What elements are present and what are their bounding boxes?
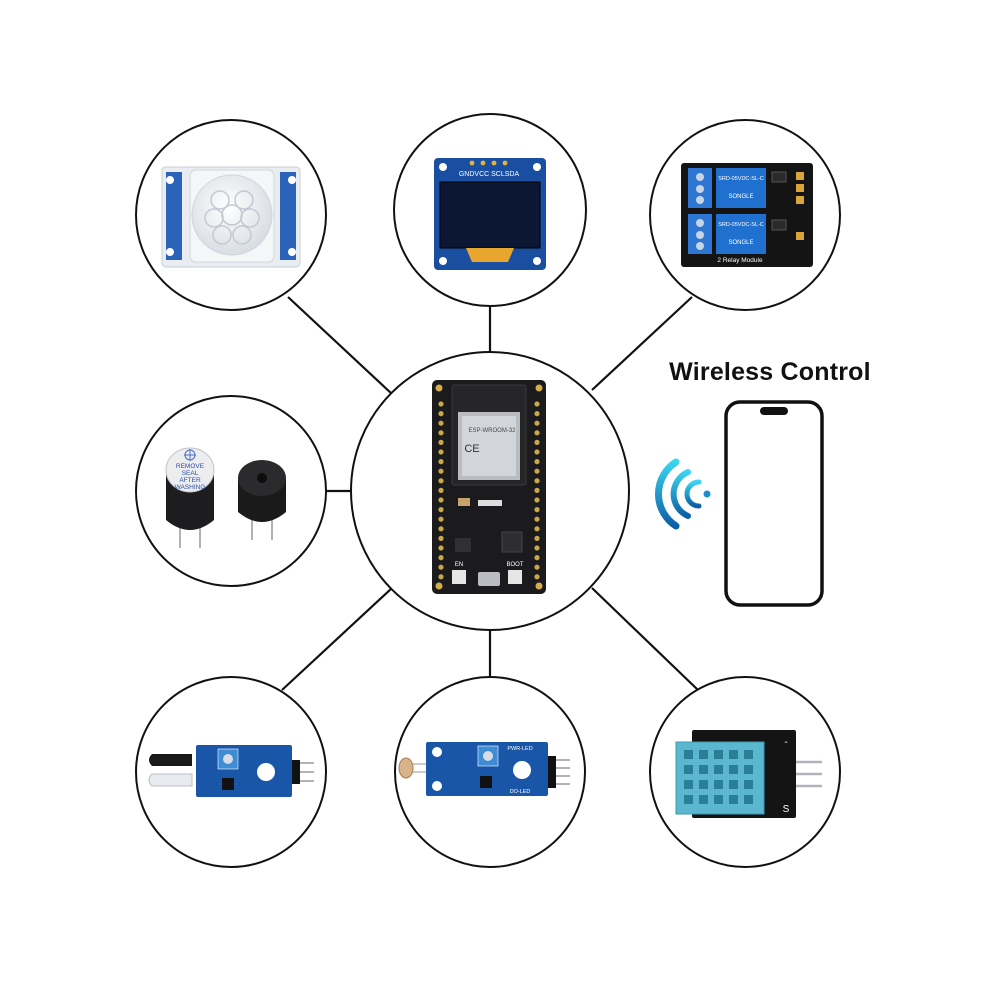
relay-2-label: SRD-05VDC-SL-C bbox=[718, 222, 764, 228]
esp32-pin bbox=[534, 449, 540, 455]
dht-vent-slot bbox=[744, 780, 753, 789]
esp32-pin bbox=[438, 411, 444, 417]
dht-minus-label: - bbox=[784, 737, 787, 748]
esp32-pin bbox=[438, 507, 444, 513]
esp32-pin bbox=[438, 420, 444, 426]
relay-2-brand: SONGLE bbox=[728, 240, 753, 246]
dht-vent-slot bbox=[744, 750, 753, 759]
dht-vent-slot bbox=[699, 780, 708, 789]
esp32-ce-label: CE bbox=[464, 443, 479, 455]
esp32-pin bbox=[534, 535, 540, 542]
relay-footer-label: 2 Relay Module bbox=[717, 257, 763, 264]
dht-vent-slot bbox=[684, 750, 693, 759]
esp32-module-label: ESP-WROOM-32 bbox=[468, 428, 516, 434]
esp32-pin bbox=[534, 564, 540, 570]
esp32-pin bbox=[438, 478, 444, 484]
esp32-pin bbox=[438, 535, 444, 542]
dht-vent-slot bbox=[714, 780, 723, 789]
wireless-control-title: Wireless Control bbox=[669, 358, 871, 386]
buzzer-sticker-line-2: SEAL bbox=[182, 470, 199, 477]
esp32-pin bbox=[438, 574, 444, 580]
esp32-pin bbox=[534, 411, 540, 417]
esp32-pin bbox=[438, 459, 444, 465]
esp32-pin bbox=[534, 401, 540, 407]
dht-vent-slot bbox=[744, 795, 753, 804]
esp32-pin bbox=[534, 555, 540, 561]
buzzer-sticker-line-3: AFTER bbox=[179, 477, 201, 484]
esp32-pin bbox=[438, 545, 444, 551]
esp32-pin bbox=[438, 526, 444, 532]
wifi-signal-icon bbox=[655, 458, 711, 530]
esp32-pin bbox=[534, 459, 540, 465]
esp32-pin bbox=[534, 507, 540, 513]
dht-vent-slot bbox=[729, 750, 738, 759]
dht-s-label: S bbox=[783, 804, 790, 815]
light-pwr-label: PWR-LED bbox=[507, 746, 532, 752]
esp32-boot-label: BOOT bbox=[506, 562, 523, 568]
esp32-pin bbox=[534, 526, 540, 532]
dht-vent-slot bbox=[729, 795, 738, 804]
esp32-pin bbox=[438, 555, 444, 561]
dht-vent-slot bbox=[699, 750, 708, 759]
connector-relay bbox=[591, 296, 693, 391]
relay-1-label: SRD-05VDC-SL-C bbox=[718, 176, 764, 182]
esp32-pin bbox=[534, 430, 540, 436]
buzzer-sticker-line-1: REMOVE bbox=[176, 463, 205, 470]
esp32-pin bbox=[438, 468, 444, 474]
dht-vent-slot bbox=[714, 795, 723, 804]
esp32-pin bbox=[534, 516, 540, 522]
oled-pin-label: GNDVCC SCLSDA bbox=[459, 171, 520, 178]
esp32-pin bbox=[438, 449, 444, 455]
pir-sensor-image bbox=[161, 166, 301, 268]
connector-dht bbox=[591, 587, 699, 691]
dht-vent-slot bbox=[714, 750, 723, 759]
esp32-pin bbox=[534, 497, 540, 503]
dht-vent-slot bbox=[699, 765, 708, 774]
esp32-pin bbox=[534, 468, 540, 474]
dht-vent-slot bbox=[699, 795, 708, 804]
esp32-pin bbox=[438, 564, 444, 570]
esp32-pin bbox=[438, 430, 444, 436]
connector-ir bbox=[281, 587, 393, 691]
dht-vent-slot bbox=[684, 765, 693, 774]
light-do-label: DO-LED bbox=[510, 789, 531, 795]
dht-vent-slot bbox=[729, 780, 738, 789]
dht-vent-slot bbox=[684, 795, 693, 804]
buzzer-sticker-line-4: WASHING bbox=[175, 484, 206, 491]
esp32-board-image: ESP-WROOM-32 CE EN BOOT bbox=[432, 380, 546, 594]
esp32-pin bbox=[534, 420, 540, 426]
esp32-pin bbox=[438, 497, 444, 503]
dht-vent-slot bbox=[684, 780, 693, 789]
esp32-pin bbox=[438, 401, 444, 407]
ir-sensor-image bbox=[148, 745, 314, 797]
oled-display-image: GNDVCC SCLSDA bbox=[434, 158, 546, 270]
smartphone-icon bbox=[724, 400, 824, 607]
esp32-pin bbox=[438, 439, 444, 445]
esp32-pin bbox=[534, 574, 540, 580]
connector-lines bbox=[281, 296, 699, 691]
circle-buzzer bbox=[135, 395, 327, 587]
esp32-pin bbox=[438, 487, 444, 493]
dht-vent-slot bbox=[729, 765, 738, 774]
esp32-pin bbox=[438, 516, 444, 522]
esp32-pin bbox=[534, 545, 540, 551]
connector-pir bbox=[287, 296, 393, 395]
esp32-pin bbox=[534, 439, 540, 445]
buzzer-image: REMOVE SEAL AFTER WASHING bbox=[165, 447, 286, 548]
light-sensor-image: PWR-LED DO-LED bbox=[398, 742, 570, 796]
pir-dome bbox=[191, 174, 273, 256]
esp32-en-label: EN bbox=[455, 562, 463, 568]
relay-module-image: SRD-05VDC-SL-C SONGLE SRD-05VDC-SL-C SON… bbox=[681, 163, 813, 267]
relay-1-brand: SONGLE bbox=[728, 194, 753, 200]
esp32-pin bbox=[534, 487, 540, 493]
esp32-pin bbox=[534, 478, 540, 484]
dht11-sensor-image: - S bbox=[675, 730, 822, 818]
dht-vent-slot bbox=[714, 765, 723, 774]
dht-vent-slot bbox=[744, 765, 753, 774]
